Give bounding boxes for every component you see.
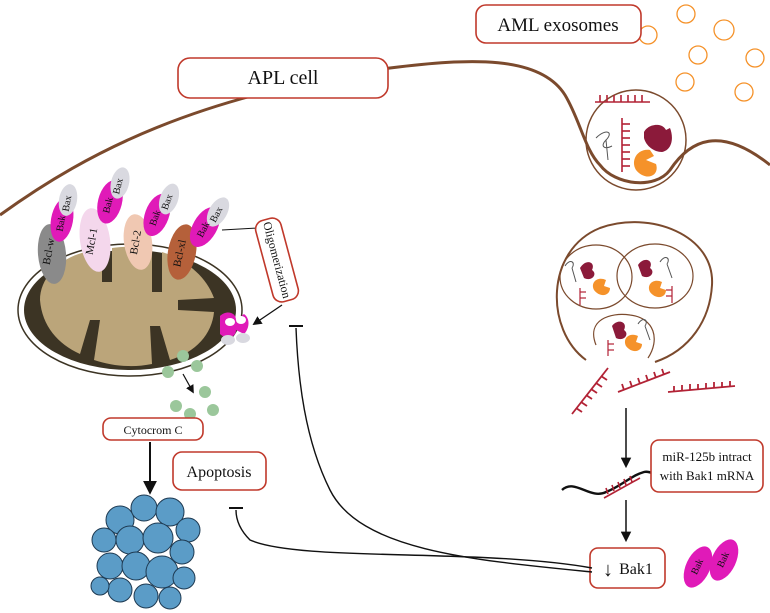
bak-label: Bak (148, 209, 164, 228)
bak-label: Bak (55, 215, 69, 233)
mirna-interaction-label-box: miR-125b intract with Bak1 mRNA (650, 439, 764, 493)
bak-protein-pair: Bak Bak (683, 539, 739, 588)
released-mirna (571, 367, 736, 415)
apl-cell-label-box: APL cell (177, 57, 389, 99)
aml-exosomes-label-box: AML exosomes (475, 4, 642, 44)
rna-strand (595, 95, 650, 103)
bcl-2-label: Bcl-2 (128, 229, 144, 255)
bcl-xl-label: Bcl-xl (171, 239, 188, 268)
apoptosome (90, 494, 201, 610)
apl-cell-label: APL cell (248, 67, 319, 89)
bcl-xl-complex: Bcl-xl Bak Bax (167, 197, 230, 280)
mirna-interaction-label-line2: with Bak1 mRNA (660, 468, 755, 483)
cytochrome-c-particles (162, 350, 219, 420)
arrow-cytc-release (182, 373, 194, 394)
mitochondrion (17, 243, 243, 377)
bak-label: Bak (101, 196, 116, 214)
bcl-w-label: Bcl-w (41, 237, 57, 266)
aml-exosomes-label: AML exosomes (497, 15, 618, 36)
exosome-vesicles (638, 4, 765, 102)
protein-shape (644, 124, 672, 152)
mirna-interaction-label-line1: miR-125b intract (662, 449, 752, 464)
bak1-label-box: ↓ Bak1 (589, 547, 666, 589)
apl-cell-membrane (0, 60, 770, 217)
bax-label: Bax (160, 193, 176, 212)
bak1-label: Bak1 (619, 561, 653, 578)
apoptosis-label-box: Apoptosis (172, 451, 267, 491)
inhibition-line-to-oligomerization (295, 327, 593, 573)
mcl-1-label: Mcl-1 (84, 227, 100, 256)
bax-label: Bax (111, 177, 126, 195)
bax-label: Bax (61, 195, 75, 213)
inhibition-line-to-apoptosis (235, 509, 593, 569)
mcl-1-complex: Mcl-1 Bak Bax (79, 167, 130, 272)
apoptosis-label: Apoptosis (187, 464, 252, 481)
cytochrome-c-label: Cytocrom C (124, 423, 183, 437)
protein-shape (633, 149, 657, 177)
bcl-2-complex: Bcl-2 Bak Bax (123, 183, 180, 270)
bak-bax-pore (220, 312, 250, 345)
bcl-w-complex: Bcl-w Bak Bax (37, 184, 78, 284)
rna-strand (621, 118, 630, 172)
cytochrome-c-label-box: Cytocrom C (102, 417, 204, 441)
bak1-down-arrow: ↓ (603, 559, 613, 581)
arrow-to-pore (252, 304, 283, 326)
fusing-exosome (585, 89, 687, 191)
endosome (555, 221, 714, 363)
oligomerization-label-box: Oligomerization (254, 217, 300, 303)
